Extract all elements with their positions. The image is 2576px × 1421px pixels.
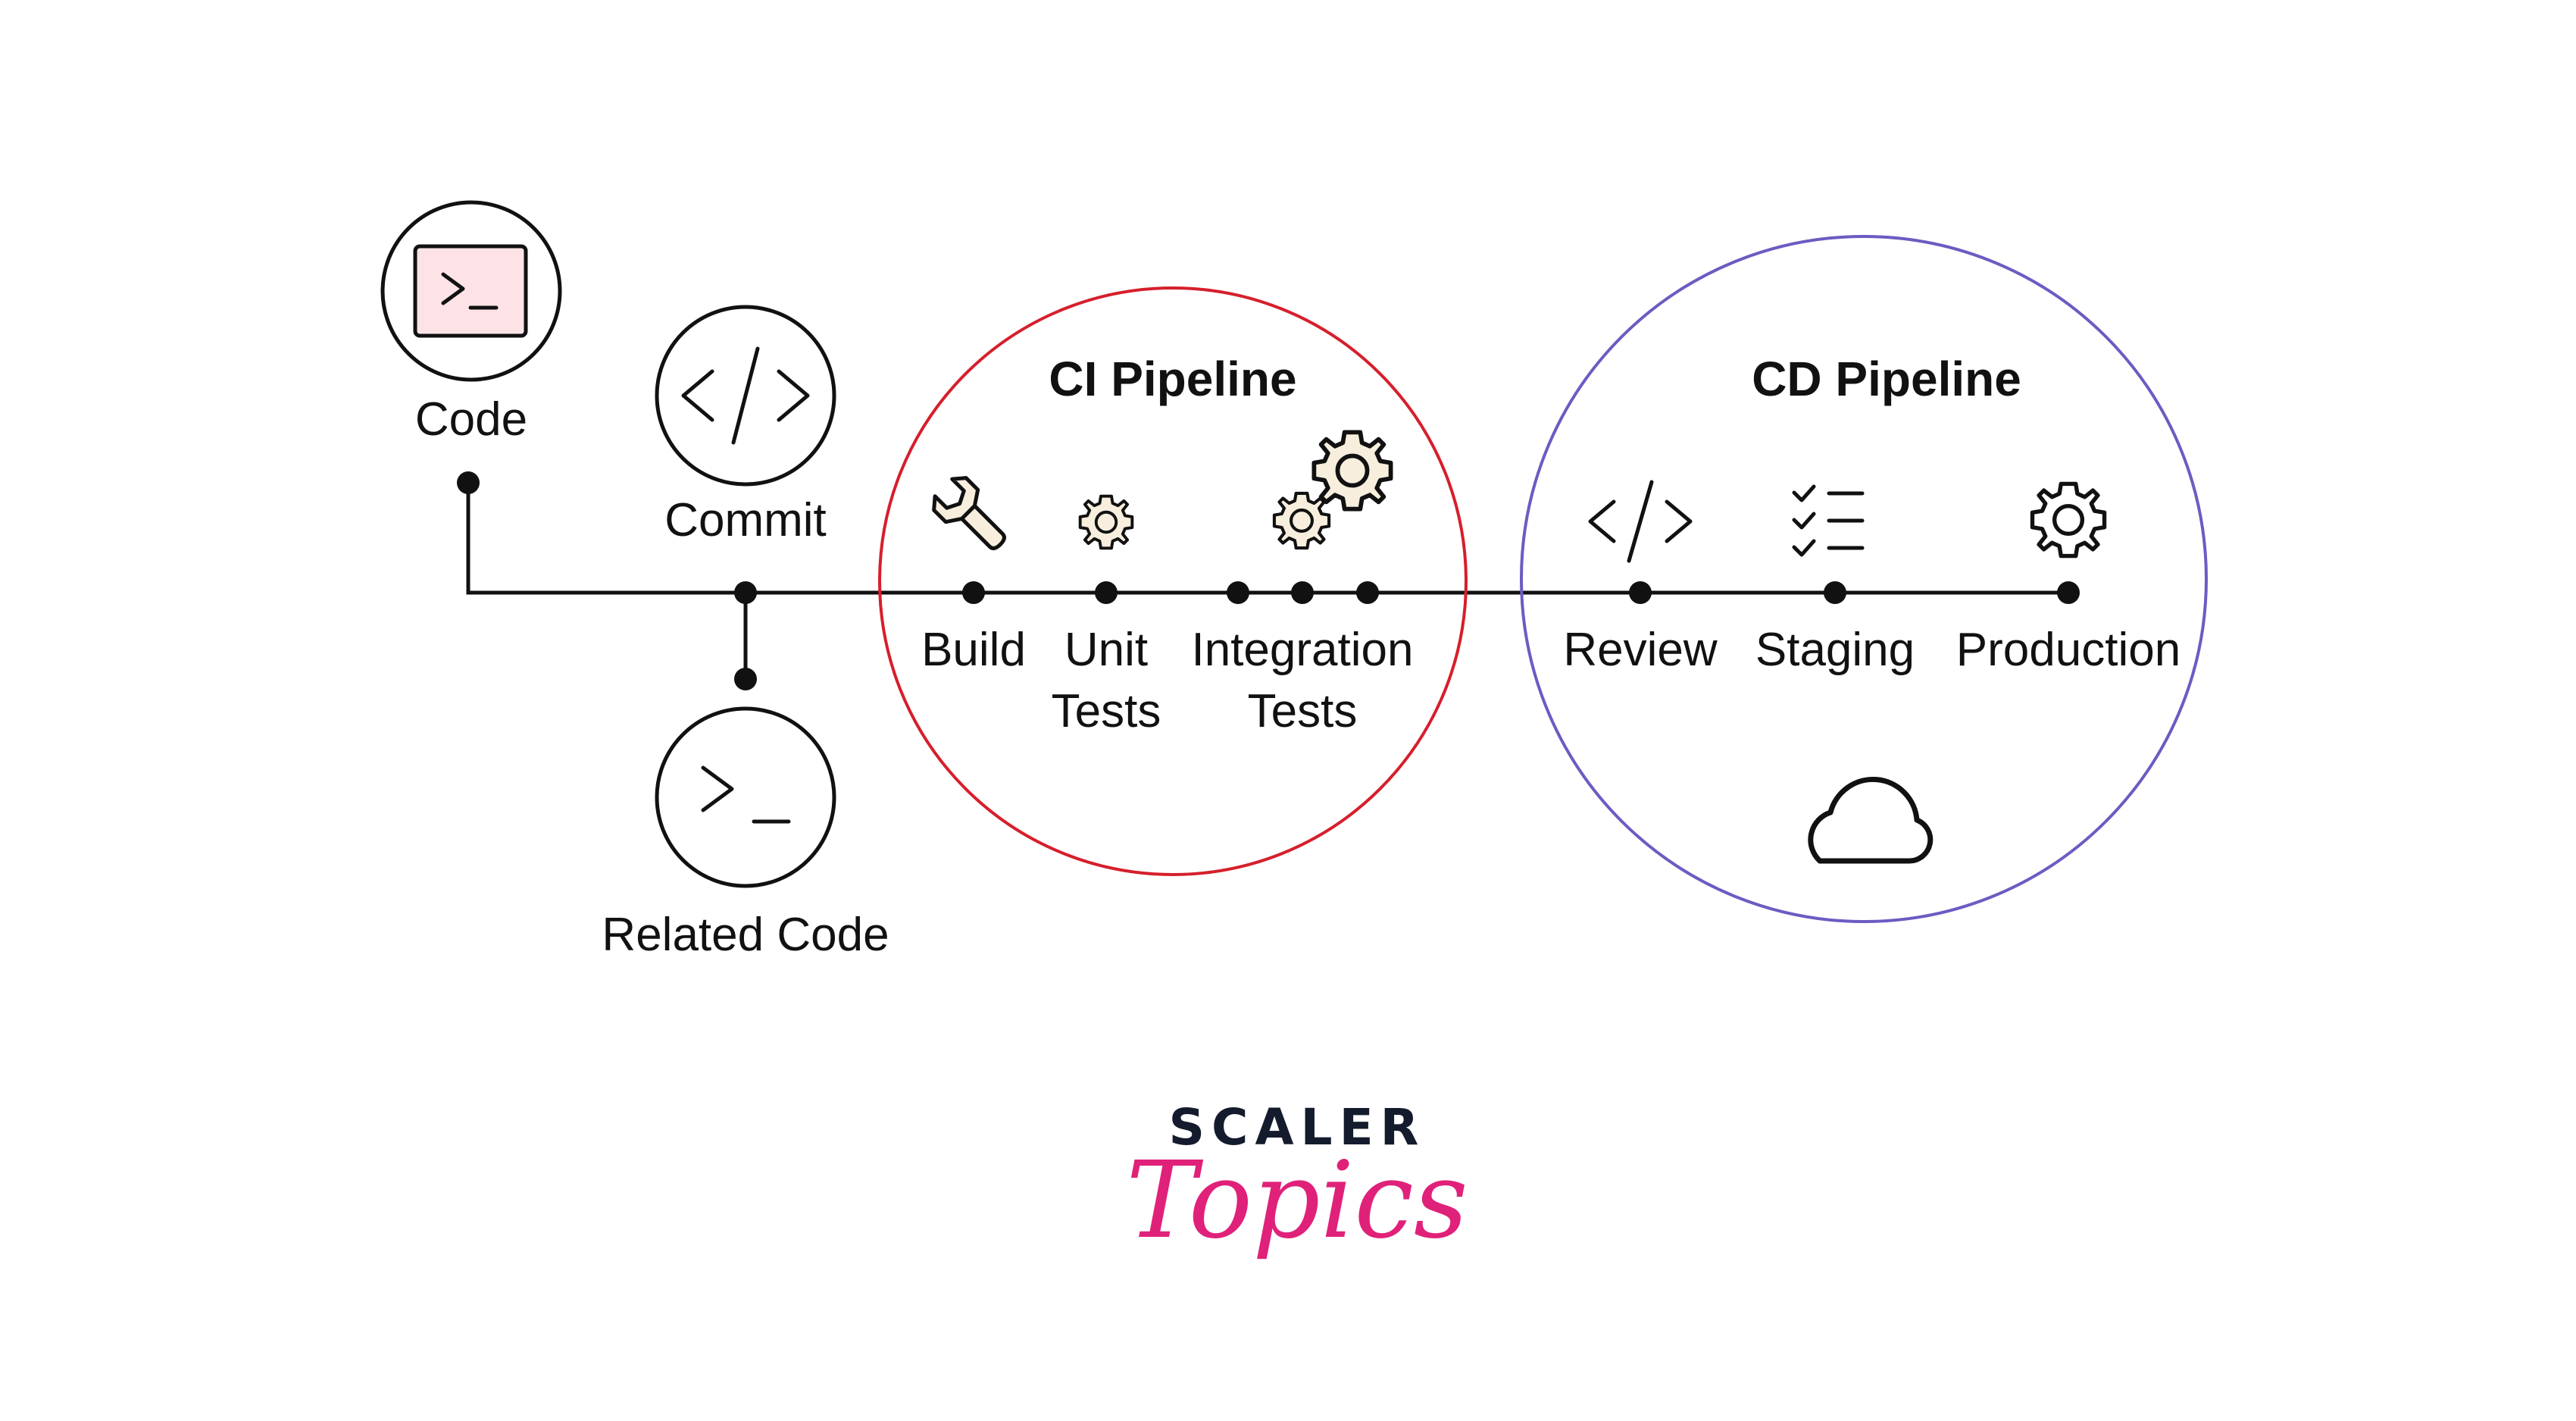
code-node: Code bbox=[380, 200, 562, 446]
production-dot bbox=[2057, 581, 2080, 604]
timeline-dots bbox=[457, 471, 2080, 690]
unit-tests-label-line1: Unit bbox=[1064, 624, 1148, 676]
gears-icon bbox=[1274, 432, 1391, 548]
commit-node: Commit bbox=[655, 305, 836, 546]
ci-pipeline-circle bbox=[878, 286, 1468, 876]
code-brackets-icon bbox=[681, 346, 810, 445]
wrench-icon bbox=[932, 476, 1006, 550]
review-dot bbox=[1629, 581, 1652, 604]
review-label: Review bbox=[1563, 624, 1718, 676]
code-dot bbox=[457, 471, 480, 494]
integration-tests-label-line2: Tests bbox=[1248, 685, 1358, 737]
unit-tests-label-line2: Tests bbox=[1052, 685, 1161, 737]
commit-label: Commit bbox=[664, 494, 827, 546]
ci-pipeline-title: CI Pipeline bbox=[1049, 352, 1296, 406]
terminal-icon bbox=[413, 244, 528, 338]
integration-dot-3 bbox=[1356, 581, 1379, 604]
related-code-node: Related Code bbox=[602, 706, 889, 961]
unit-tests-dot bbox=[1095, 581, 1118, 604]
gear-icon bbox=[2032, 484, 2104, 556]
staging-label: Staging bbox=[1755, 624, 1915, 676]
code-connector bbox=[466, 483, 2074, 595]
build-dot bbox=[962, 581, 985, 604]
cd-pipeline-circle bbox=[1520, 235, 2208, 923]
cd-pipeline: CD Pipeline Review Staging Production bbox=[1563, 352, 2181, 864]
staging-dot bbox=[1824, 581, 1846, 604]
integration-dot-2 bbox=[1291, 581, 1314, 604]
build-label: Build bbox=[921, 624, 1026, 676]
ci-pipeline: CI Pipeline Build Unit Tests Integration… bbox=[921, 352, 1413, 737]
cloud-icon bbox=[1808, 776, 1934, 864]
gear-icon bbox=[1078, 494, 1134, 550]
checklist-icon bbox=[1792, 484, 1865, 557]
scaler-topics-logo: SCALER Topics bbox=[1126, 1098, 1468, 1263]
code-brackets-icon bbox=[1588, 480, 1693, 563]
brand-line2: Topics bbox=[1126, 1139, 1468, 1263]
terminal-icon bbox=[701, 765, 791, 824]
production-label: Production bbox=[1956, 624, 2181, 676]
related-code-dot bbox=[734, 668, 757, 690]
integration-dot-1 bbox=[1227, 581, 1249, 604]
timeline bbox=[466, 483, 2074, 679]
brand-line1: SCALER bbox=[1168, 1098, 1425, 1157]
integration-tests-label-line1: Integration bbox=[1192, 624, 1414, 676]
commit-dot bbox=[734, 581, 757, 604]
cd-pipeline-title: CD Pipeline bbox=[1752, 352, 2021, 406]
related-code-label: Related Code bbox=[602, 909, 889, 961]
code-label: Code bbox=[415, 393, 527, 446]
